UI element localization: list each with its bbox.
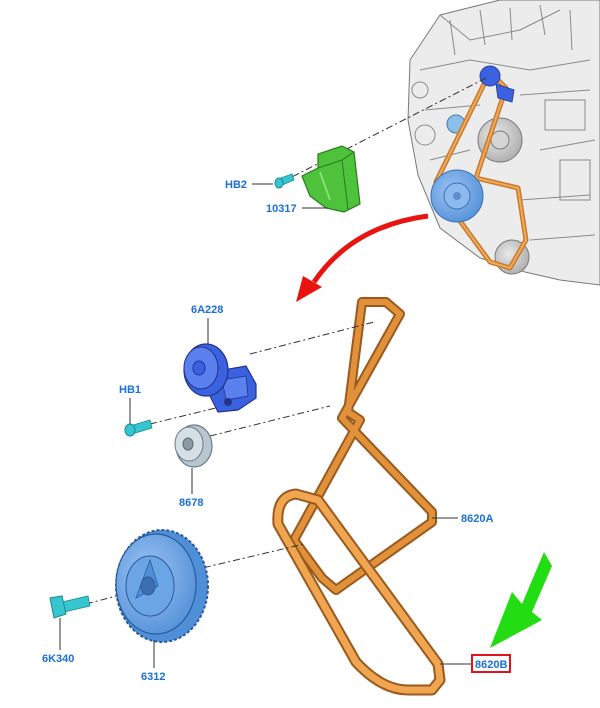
label-hb2: HB2 [225, 179, 247, 191]
leader-tensioner-belt [249, 321, 375, 355]
label-6a228: 6A228 [191, 304, 223, 316]
label-hb1: HB1 [119, 384, 141, 396]
label-8620a: 8620A [461, 513, 493, 525]
part-6312-crank-pulley [115, 529, 209, 643]
label-8620b: 8620B [475, 659, 507, 671]
leader-hb2 [281, 77, 487, 183]
label-6312: 6312 [141, 671, 165, 683]
part-10317-bracket [301, 145, 361, 213]
highlight-box-8620b [471, 654, 511, 673]
label-6k340: 6K340 [42, 653, 74, 665]
bolt-6k340 [49, 595, 91, 619]
leader-idler-belt [209, 405, 331, 437]
bolt-hb1 [124, 419, 153, 437]
belt-8620b [272, 488, 446, 696]
leader-crank-belt [159, 543, 305, 579]
belt-8620a [289, 297, 437, 595]
bolt-hb2 [274, 173, 295, 189]
red-arrow [296, 213, 429, 302]
engine-assembly [407, 0, 600, 286]
green-arrow [490, 552, 552, 648]
label-10317: 10317 [266, 203, 297, 215]
label-8678: 8678 [179, 497, 203, 509]
part-8678-idler-pulley [174, 424, 213, 468]
part-6a228-tensioner [183, 343, 257, 413]
